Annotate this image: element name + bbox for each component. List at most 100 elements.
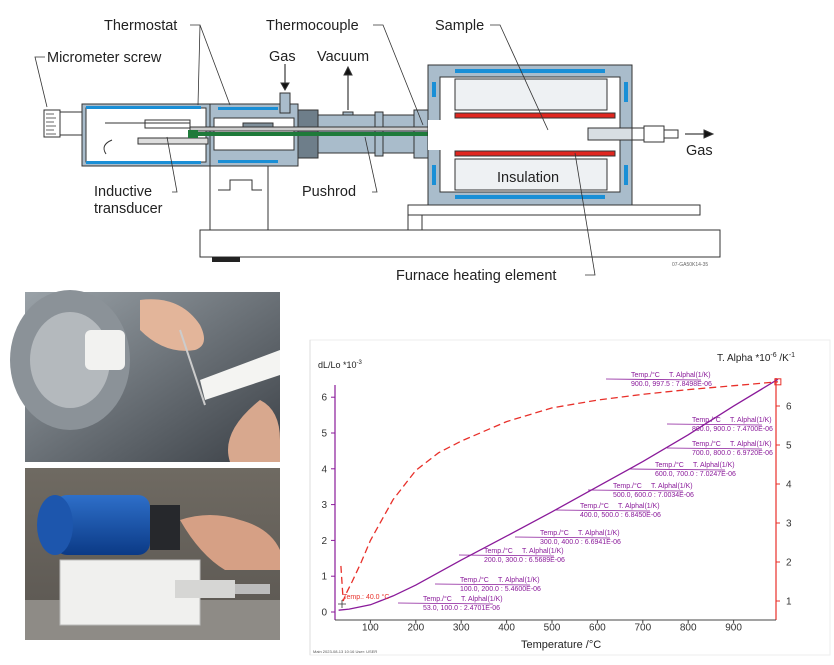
y-right-tick-label: 5 [786,441,792,452]
y-left-label: dL/Lo *10-3 [318,360,363,370]
x-tick-label: 400 [498,623,515,634]
dilatometer-diagram [34,24,721,276]
label-gas-out: Gas [686,143,713,159]
label-thermostat: Thermostat [104,18,177,34]
x-axis-label: Temperature /°C [521,639,601,651]
annotation-head-alpha: T. Alphal(1/K) [669,372,711,379]
diagram-labels: Micrometer screw Thermostat Inductive tr… [47,18,713,284]
x-tick-label: 800 [680,623,697,634]
annotation-leader [587,489,684,492]
annotation-value: 600.0, 700.0 : 7.0247E-06 [655,471,736,478]
label-transducer: transducer [94,201,163,217]
annotation-value: 400.0, 500.0 : 6.8450E-06 [580,512,661,519]
label-thermocouple: Thermocouple [266,18,359,34]
y-right-tick-label: 2 [786,558,792,569]
label-gas-in: Gas [269,49,296,65]
y-left-tick-label: 2 [321,536,327,547]
onset-marker [338,600,346,608]
annotation-head-alpha: T. Alphal(1/K) [461,596,503,603]
annotation-head: Temp./°C [423,595,452,603]
heating-element-bottom [454,150,616,157]
x-tick-label: 200 [407,623,424,634]
inductive-transducer [137,137,209,145]
photo-sample-loading [10,290,280,462]
annotation-leader [629,468,726,471]
annotation-value: 300.0, 400.0 : 6.6941E-06 [540,539,621,546]
annotation-head: Temp./°C [484,547,513,555]
annotation-head-alpha: T. Alphal(1/K) [651,483,693,490]
insulation-bottom [454,158,608,191]
y-left-tick-label: 4 [321,464,327,475]
segment-annotation: Temp./°C T. Alphal(1/K) 53.0, 100.0 : 2.47… [397,595,503,612]
onset-label: Temp.: 40.0 °C [343,593,389,601]
x-tick-label: 600 [589,623,606,634]
segment-annotation: Temp./°C T. Alphal(1/K) 200.0, 300.0 : 6.5… [458,547,565,564]
y-left-tick-label: 1 [321,572,327,583]
label-insulation: Insulation [497,170,559,186]
end-marker [774,378,782,386]
annotation-head: Temp./°C [655,461,684,469]
annotation-head: Temp./°C [540,529,569,537]
segment-annotation: Temp./°C T. Alphal(1/K) 300.0, 400.0 : 6.6… [514,529,621,546]
chart-panel: dL/Lo *10-3 T. Alpha *10-6 /K-1 Temperat… [309,339,831,656]
base-plate [199,229,721,258]
y-right-label: T. Alpha *10-6 /K-1 [717,352,795,364]
heating-element-top [454,112,616,119]
annotation-head-alpha: T. Alphal(1/K) [693,462,735,469]
annotation-value: 100.0, 200.0 : 5.4600E-06 [460,586,541,593]
annotation-leader [554,509,651,512]
segment-annotation: Temp./°C T. Alphal(1/K) 700.0, 800.0 : 6.9… [666,440,773,457]
annotation-leader [666,423,763,426]
pushrod [190,132,525,136]
label-pushrod: Pushrod [302,184,356,200]
annotation-head: Temp./°C [631,371,660,379]
label-micrometer-screw: Micrometer screw [47,50,162,66]
segment-annotation: Temp./°C T. Alphal(1/K) 600.0, 700.0 : 7.0… [629,461,736,478]
annotation-leader [434,583,531,586]
annotation-value: 700.0, 800.0 : 6.9720E-06 [692,450,773,457]
annotation-value: 200.0, 300.0 : 6.5689E-06 [484,557,565,564]
figure-code: 07-GA50K14-35 [672,262,708,268]
annotation-leader [397,602,494,605]
y-left-tick-label: 6 [321,393,327,404]
annotation-head-alpha: T. Alphal(1/K) [730,441,772,448]
y-left-tick-label: 5 [321,429,327,440]
annotation-head: Temp./°C [580,502,609,510]
annotation-leader [605,378,702,381]
y-right-tick-label: 6 [786,402,792,413]
annotation-head-alpha: T. Alphal(1/K) [522,548,564,555]
annotation-value: 800.0, 900.0 : 7.4700E-06 [692,426,773,433]
annotation-head-alpha: T. Alphal(1/K) [578,530,620,537]
x-tick-label: 700 [634,623,651,634]
segment-annotation: Temp./°C T. Alphal(1/K) 100.0, 200.0 : 5.4… [434,576,541,593]
label-sample: Sample [435,18,484,34]
x-tick-label: 500 [544,623,561,634]
annotation-value: 53.0, 100.0 : 2.4701E-06 [423,605,500,612]
alpha-curve [340,381,778,602]
annotation-head: Temp./°C [692,416,721,424]
annotation-head: Temp./°C [613,482,642,490]
annotation-head-alpha: T. Alphal(1/K) [498,577,540,584]
photo-test-machine [25,468,280,640]
dl-lo-curve [338,378,779,611]
annotation-value: 900.0, 997.5 : 7.8498E-06 [631,381,712,388]
annotation-value: 500.0, 600.0 : 7.0034E-06 [613,492,694,499]
y-right-tick-label: 4 [786,480,792,491]
annotation-head: Temp./°C [692,440,721,448]
y-left-tick-label: 0 [321,608,327,619]
insulation-top [454,78,608,111]
chart-footer: Main 2023-08-13 10:16 User: USER [313,649,377,654]
segment-annotation: Temp./°C T. Alphal(1/K) 900.0, 997.5 : 7.8… [605,371,712,388]
label-vacuum: Vacuum [317,49,369,65]
x-tick-label: 300 [453,623,470,634]
segment-annotation: Temp./°C T. Alphal(1/K) 400.0, 500.0 : 6.8… [554,502,661,519]
label-inductive: Inductive [94,184,152,200]
annotation-head-alpha: T. Alphal(1/K) [730,417,772,424]
annotation-head: Temp./°C [460,576,489,584]
annotation-leader [458,554,555,557]
label-furnace-heating-element: Furnace heating element [396,268,556,284]
annotation-head-alpha: T. Alphal(1/K) [618,503,660,510]
annotation-leader [514,536,611,539]
y-right-tick-label: 3 [786,519,792,530]
